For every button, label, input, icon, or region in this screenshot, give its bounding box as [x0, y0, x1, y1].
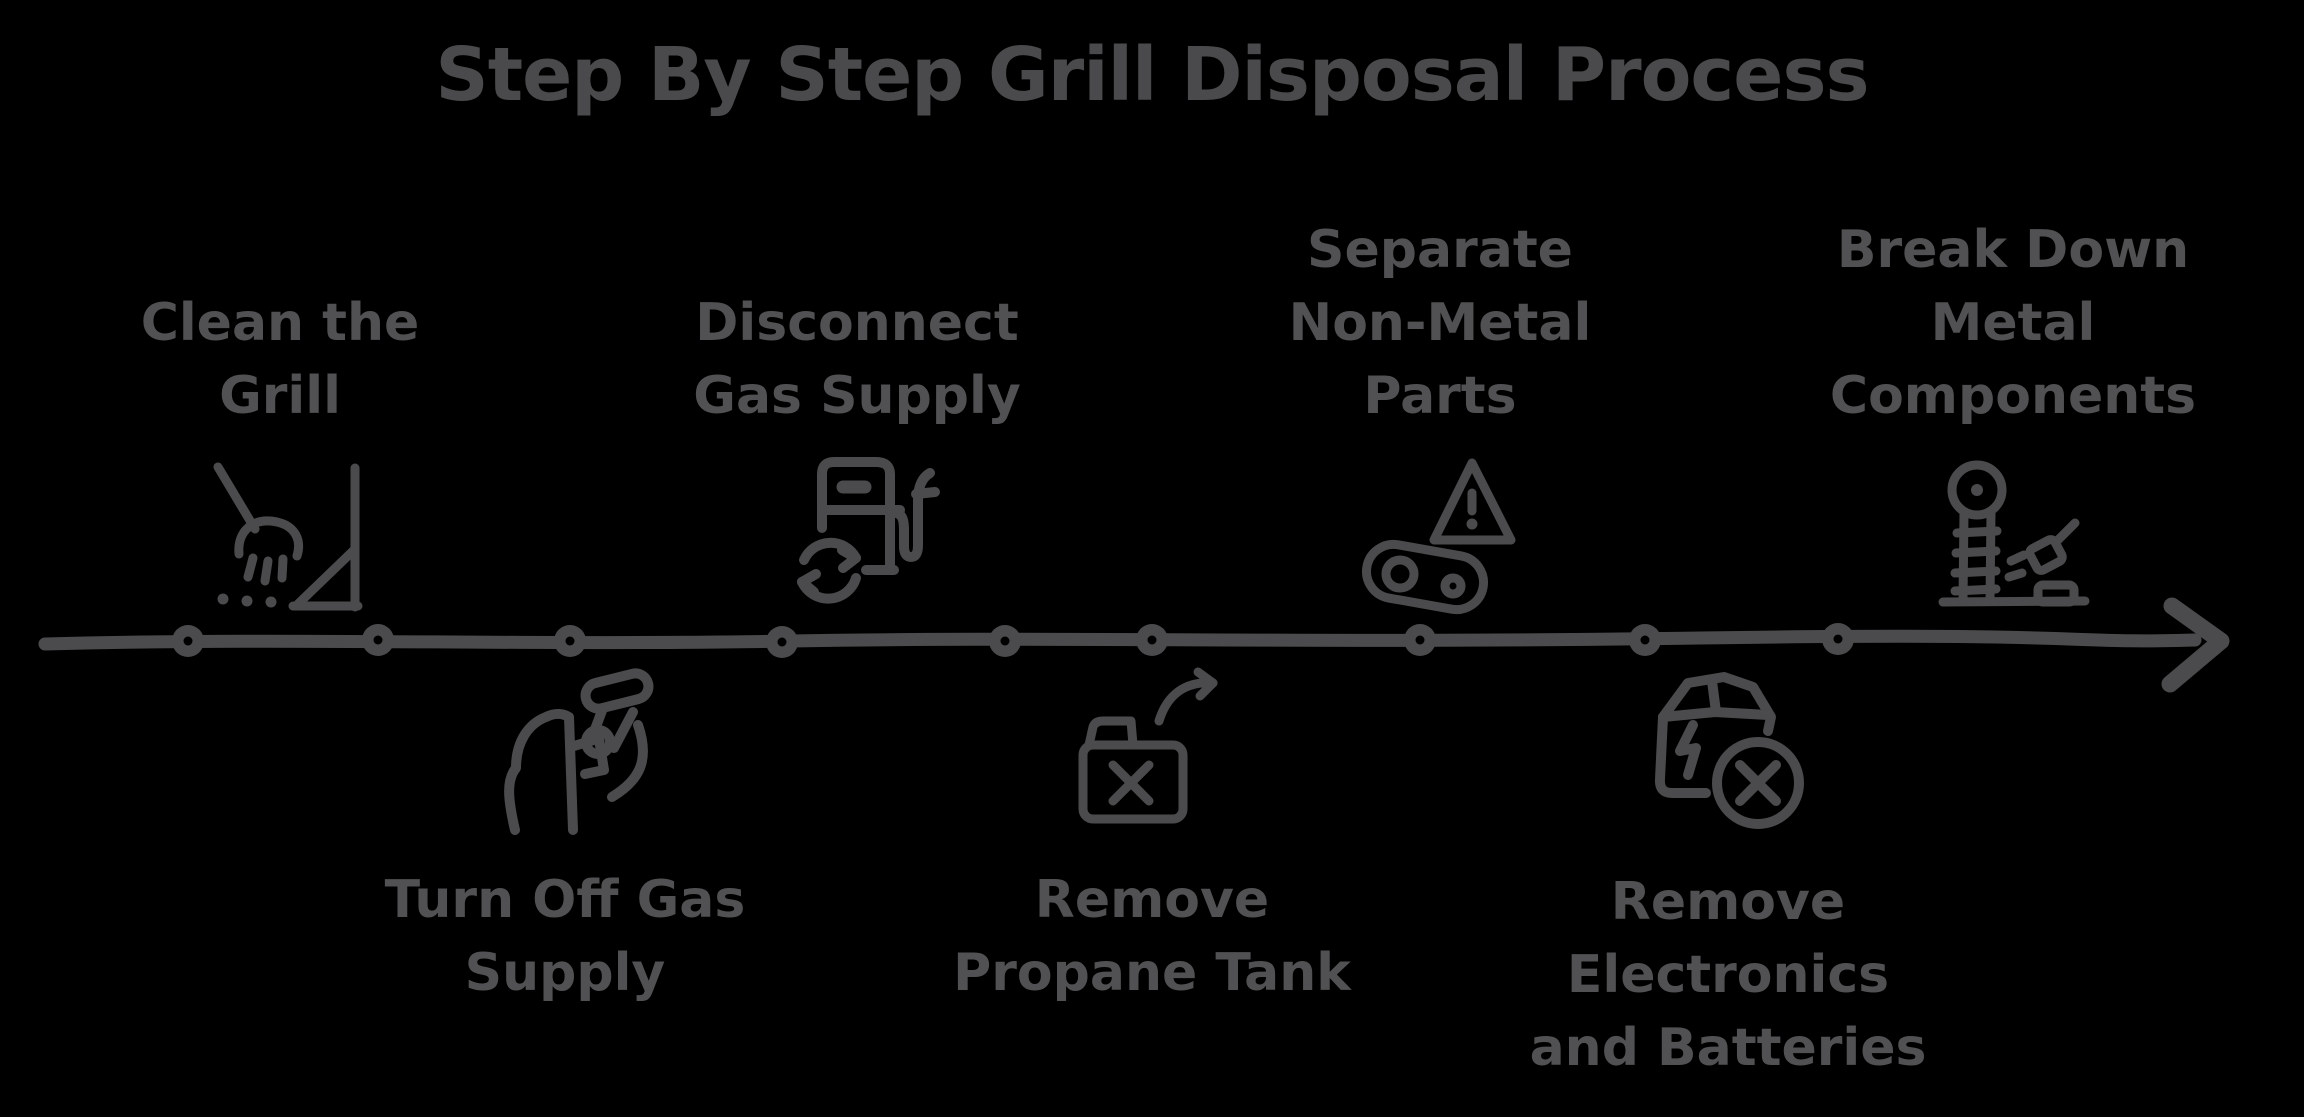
- step-label-separate-non-metal: Separate Non-Metal Parts: [1288, 220, 1592, 426]
- timeline-node: [172, 625, 204, 657]
- timeline-nodes: [172, 623, 1854, 658]
- timeline-node: [554, 625, 586, 657]
- page-title: Step By Step Grill Disposal Process: [435, 32, 1869, 118]
- timeline-node: [1404, 624, 1436, 656]
- timeline-node: [1136, 624, 1168, 656]
- metal-grinder-icon: [1938, 460, 2090, 607]
- broom-sweep-icon: [213, 462, 363, 612]
- gas-pump-icon: [797, 457, 940, 604]
- timeline-node: [1629, 624, 1661, 656]
- step-label-disconnect-gas-supply: Disconnect Gas Supply: [693, 293, 1021, 426]
- step-label-remove-electronics: Remove Electronics and Batteries: [1529, 872, 1927, 1078]
- timeline-node: [362, 624, 394, 656]
- electronics-box-icon: [1654, 672, 1804, 829]
- timeline-node: [766, 626, 798, 658]
- step-label-turn-off-gas-supply: Turn Off Gas Supply: [384, 870, 746, 1003]
- propane-tank-icon: [1078, 667, 1218, 824]
- step-label-remove-propane-tank: Remove Propane Tank: [953, 870, 1351, 1003]
- timeline-node: [989, 625, 1021, 657]
- step-label-break-down-metal: Break Down Metal Components: [1829, 220, 2197, 426]
- warning-parts-icon: [1361, 458, 1516, 615]
- timeline-arrowhead-icon: [2161, 597, 2230, 693]
- step-label-clean-the-grill: Clean the Grill: [140, 293, 420, 426]
- timeline-node: [1822, 623, 1854, 655]
- hand-valve-icon: [504, 668, 654, 835]
